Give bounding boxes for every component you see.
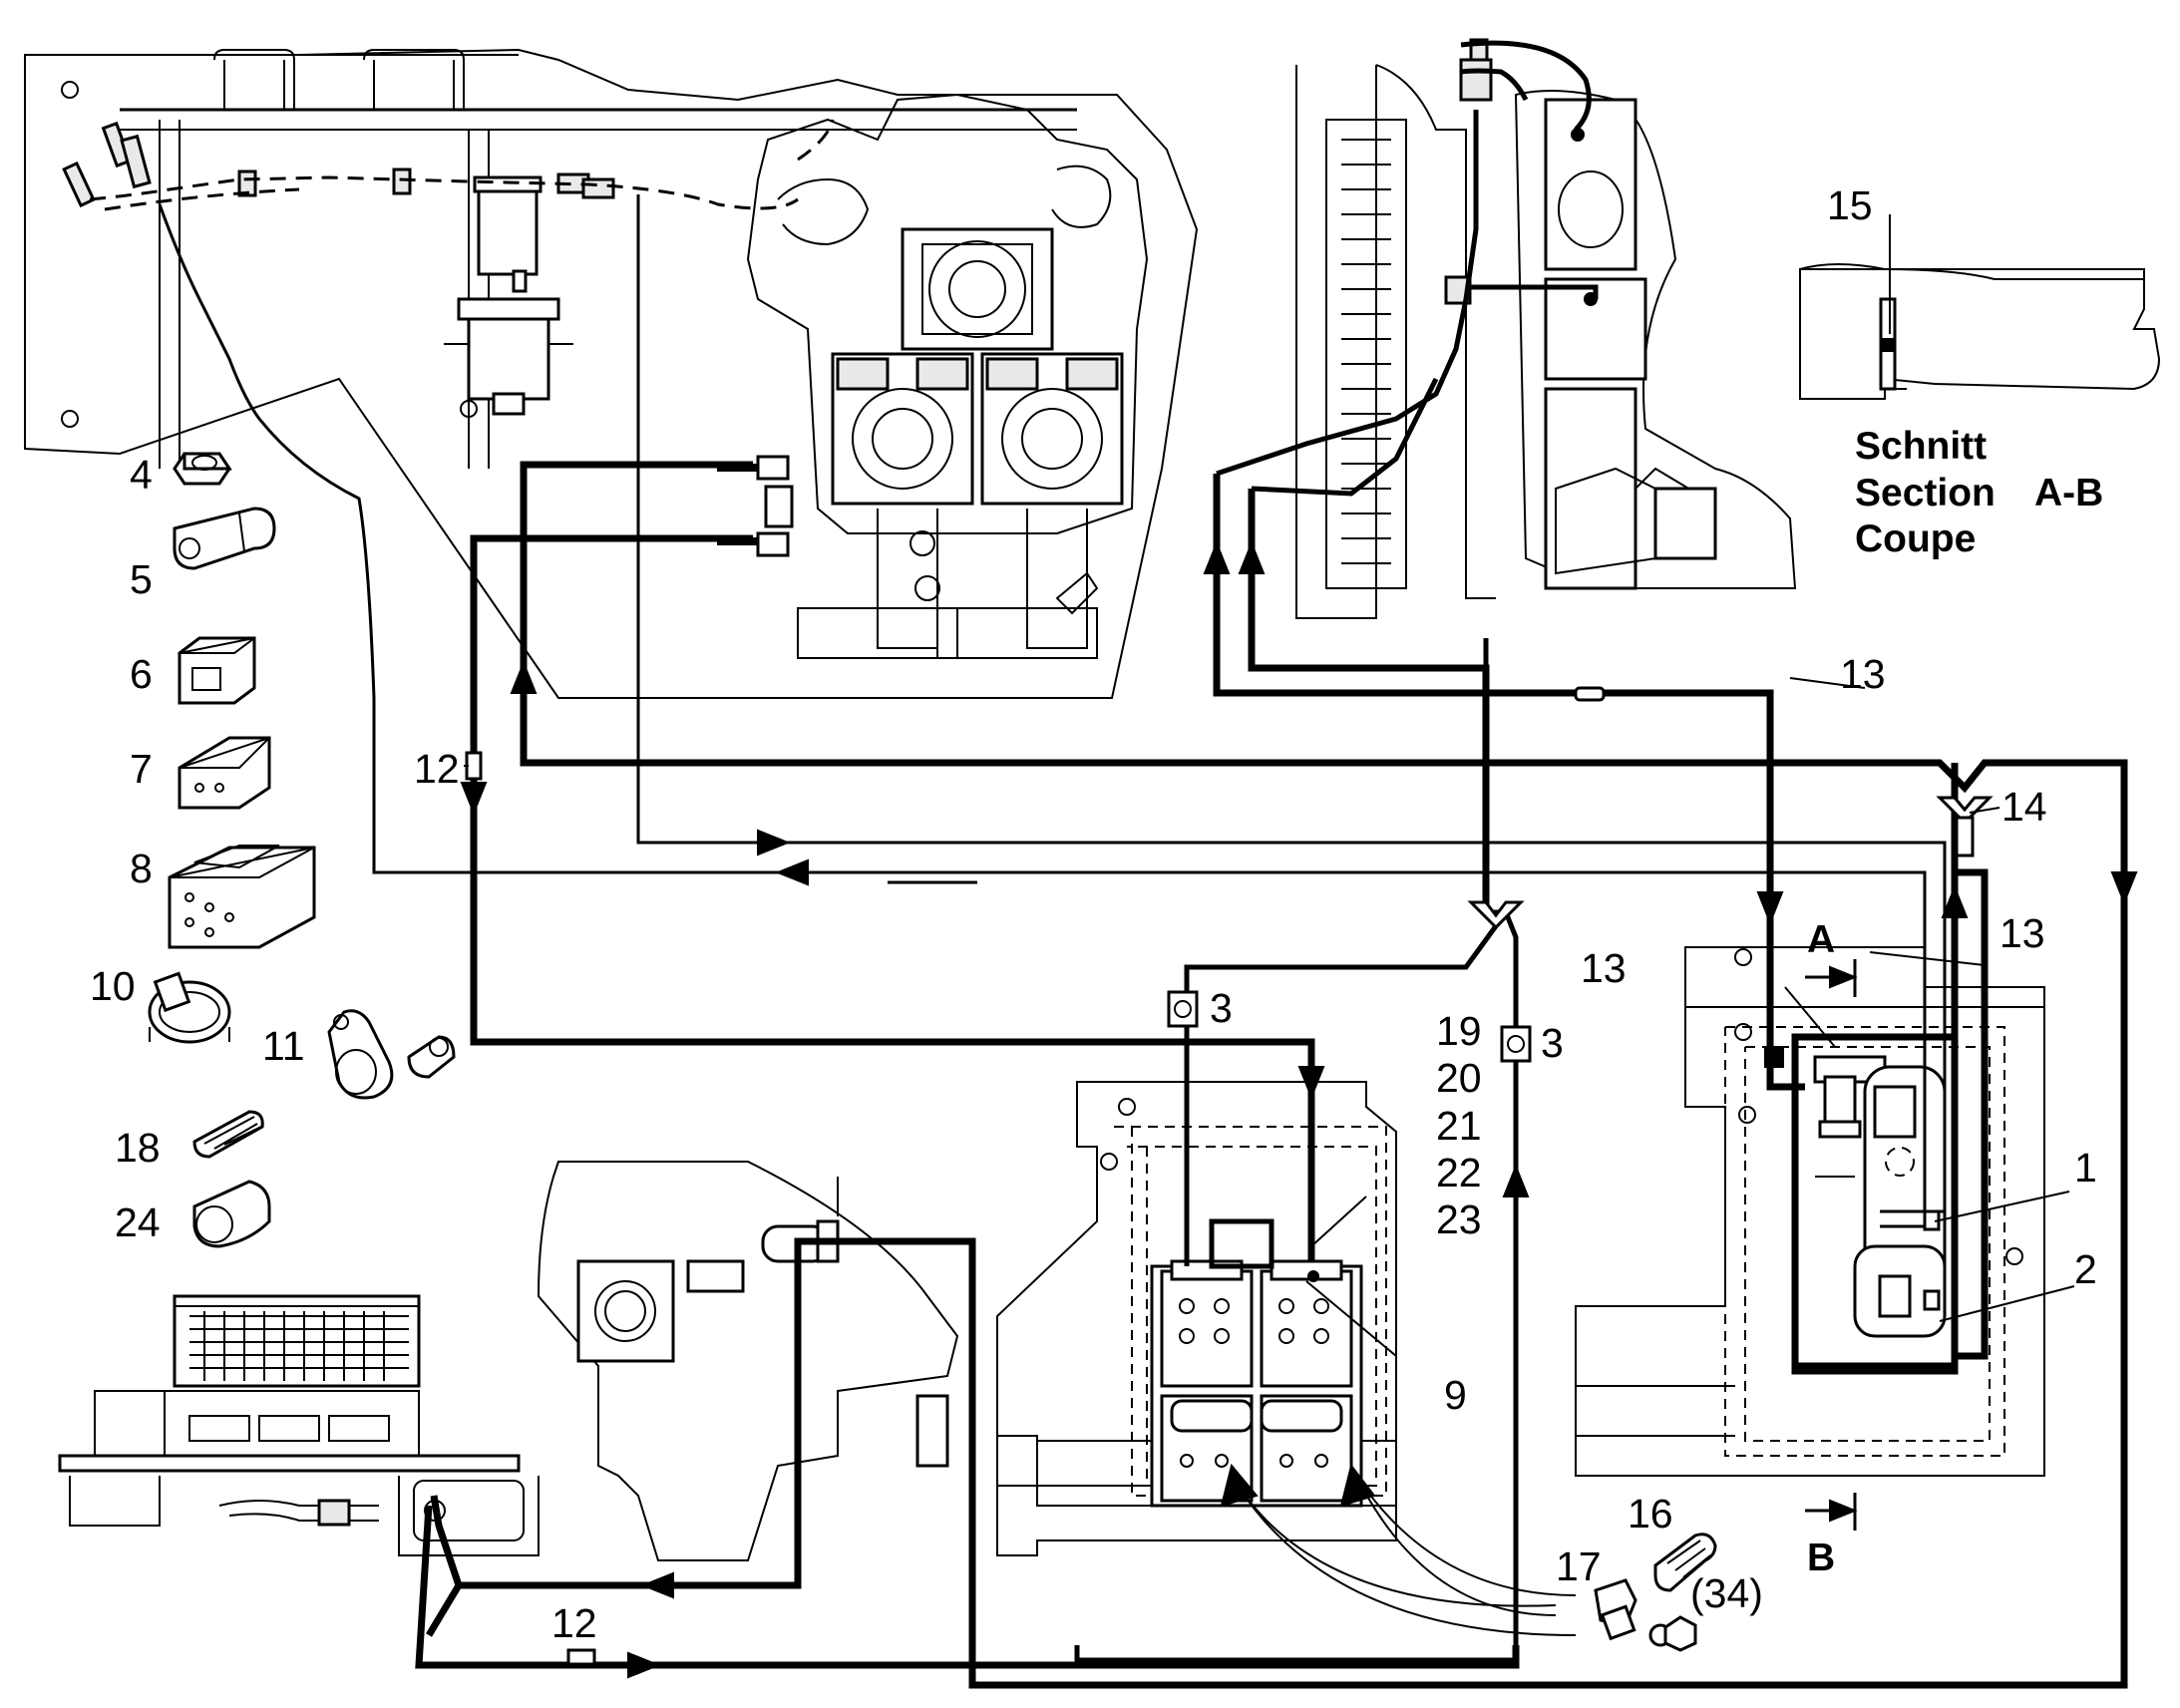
- battery-switch-panel: [1575, 946, 2045, 1477]
- callout-21: 21: [1436, 1103, 1482, 1149]
- caption-section: Section: [1855, 472, 1996, 514]
- caption-schnitt: Schnitt: [1855, 425, 1987, 468]
- callout-12b: 12: [551, 1600, 597, 1646]
- callout-5: 5: [130, 556, 153, 602]
- nut-icon: [173, 452, 232, 486]
- section-label-b: B: [1807, 1537, 1835, 1579]
- callout-7: 7: [130, 746, 153, 792]
- section-marker-a: [1805, 959, 1858, 997]
- callout-4: 4: [130, 452, 153, 498]
- callout-12a: 12: [414, 746, 460, 792]
- engine-compartment: [24, 48, 1199, 699]
- callout-8: 8: [130, 846, 153, 891]
- fitting-parts: [1594, 1533, 1717, 1652]
- callout-1: 1: [2074, 1145, 2097, 1191]
- caption-coupe: Coupe: [1855, 517, 1976, 560]
- callout-3a: 3: [1210, 985, 1233, 1031]
- callout-20: 20: [1436, 1055, 1482, 1101]
- rubber-grommet-icon: [178, 636, 256, 705]
- callout-17: 17: [1556, 1543, 1602, 1589]
- elbow-fitting-icon: [1594, 1578, 1637, 1641]
- stud-bolt-icon: [192, 1110, 264, 1159]
- callout-10: 10: [90, 963, 136, 1009]
- fittings: [465, 686, 1994, 1666]
- battery-compartment: [996, 1081, 1397, 1556]
- caption-ab: A-B: [2034, 472, 2103, 514]
- callout-22: 22: [1436, 1150, 1482, 1196]
- callout-6: 6: [130, 651, 153, 697]
- section-caption: Schnitt Section Coupe A-B: [1855, 425, 2103, 560]
- callout-2: 2: [2074, 1246, 2097, 1292]
- flow-arrows: [460, 540, 2138, 1679]
- callout-16: 16: [1628, 1491, 1673, 1537]
- cap-icon: [192, 1180, 271, 1248]
- fuse-box-icon: [168, 845, 316, 949]
- callout-13a: 13: [1840, 651, 1886, 697]
- callout-34: (34): [1690, 1570, 1763, 1616]
- cable-connector-icon: [173, 507, 276, 570]
- installation-arrows: [1220, 1463, 1577, 1636]
- callout-11: 11: [262, 1023, 305, 1069]
- washer-icon: [1648, 1615, 1697, 1652]
- radiator-section: [1295, 38, 1797, 619]
- section-marker-labels: A B: [1807, 918, 1835, 1579]
- callout-24: 24: [115, 1199, 161, 1245]
- callout-labels: 1 2 3 3 4 5 6 7 8 9 10 11 12 12 13 13 13…: [90, 182, 2097, 1646]
- section-ab-inset: [1799, 214, 2161, 400]
- cab-wall: [537, 1161, 959, 1561]
- radiator-fins: [1341, 139, 1391, 564]
- callout-9: 9: [1444, 1372, 1467, 1418]
- section-marker-b: [1805, 1493, 1858, 1531]
- piping: [158, 110, 2128, 1689]
- callout-13b: 13: [1999, 910, 2045, 956]
- leader-lines: [464, 214, 2075, 1357]
- connector-housing-icon: [178, 736, 271, 810]
- callout-18: 18: [115, 1125, 161, 1171]
- cab-heater-unit: [58, 1294, 540, 1556]
- adapter-icon: [1653, 1533, 1717, 1592]
- section-label-a: A: [1807, 918, 1835, 961]
- callout-15: 15: [1827, 182, 1873, 228]
- callout-23: 23: [1436, 1196, 1482, 1242]
- heater-grille: [189, 1311, 409, 1381]
- callout-19: 19: [1436, 1008, 1482, 1054]
- spare-parts: [148, 452, 456, 1248]
- callout-13c: 13: [1581, 945, 1627, 991]
- pipe-clip-icon: [327, 1009, 456, 1100]
- callout-3b: 3: [1541, 1020, 1564, 1066]
- callout-14: 14: [2001, 784, 2047, 830]
- hose-clamp-icon: [148, 971, 231, 1044]
